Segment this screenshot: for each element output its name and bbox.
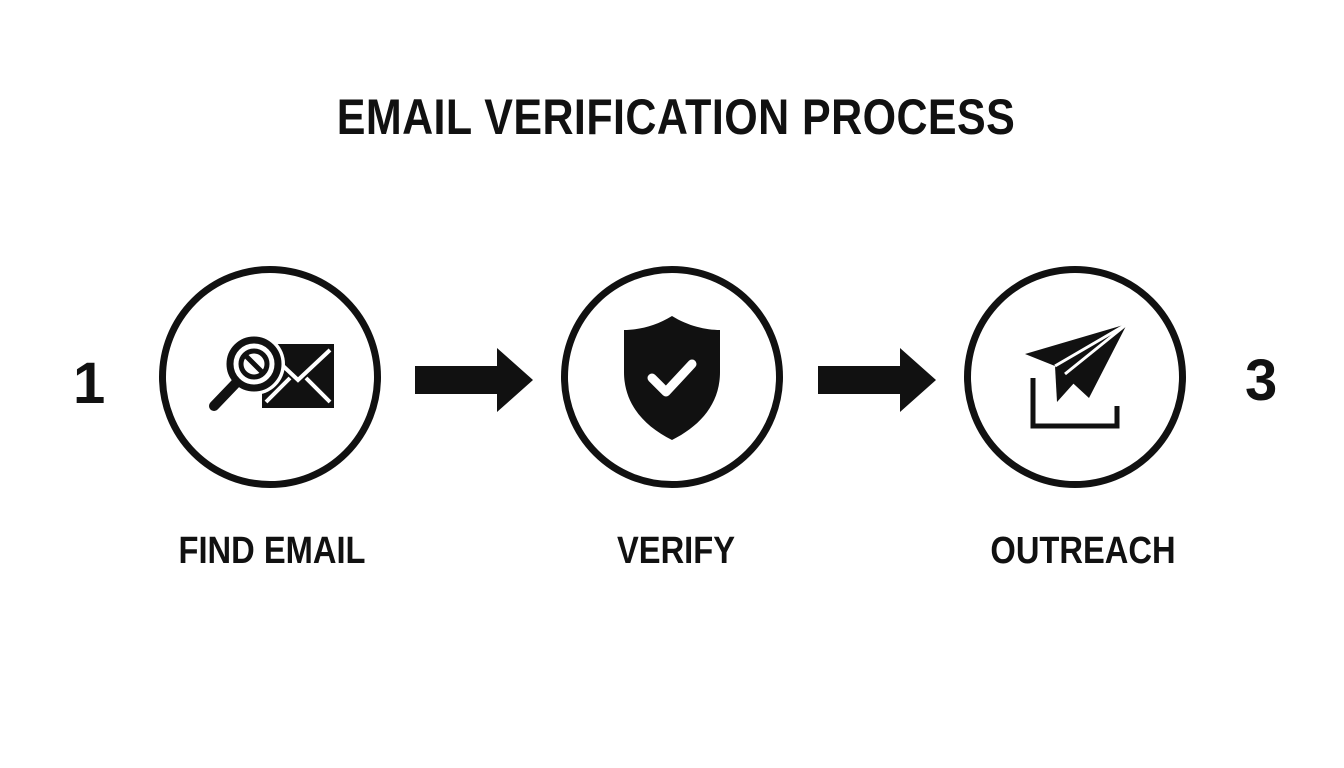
shield-check-icon (624, 316, 720, 440)
step-label-verify: VERIFY (616, 530, 736, 572)
paper-plane-inbox-icon (1025, 322, 1128, 429)
step-label-find-email: FIND EMAIL (178, 530, 366, 572)
start-step-number: 1 (73, 351, 106, 416)
arrow-right-icon (415, 348, 533, 412)
step-label-outreach: OUTREACH (990, 530, 1176, 572)
step-find-email-circle (159, 266, 381, 488)
step-verify-circle (561, 266, 783, 488)
diagram-title: EMAIL VERIFICATION PROCESS (336, 89, 1016, 145)
magnifier-envelope-icon (209, 333, 334, 411)
end-step-number: 3 (1245, 348, 1278, 413)
step-outreach-circle (964, 266, 1186, 488)
arrow-right-icon (818, 348, 936, 412)
